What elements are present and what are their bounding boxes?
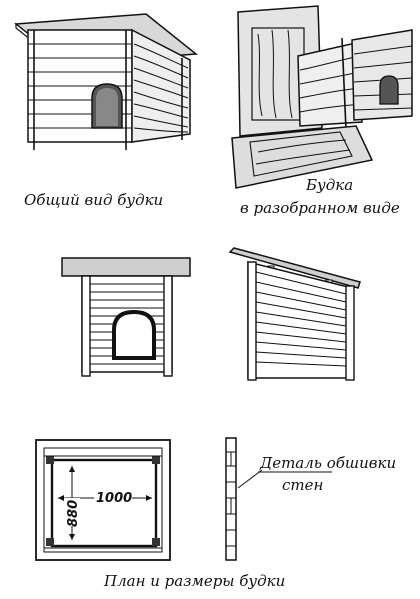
kennel-plan: 1000 880 [35,439,171,561]
kennel-front-elevation [61,257,191,377]
caption-general-view: Общий вид будки [24,191,163,209]
caption-disassembled-line1: Будка [305,176,353,194]
wall-cladding-detail [225,437,332,561]
caption-plan: План и размеры будки [103,572,285,590]
caption-detail-line1: Деталь обшивки [259,454,396,472]
kennel-general-view [14,13,198,150]
dimension-width: 1000 [96,491,132,506]
caption-detail-line2: стен [282,476,323,494]
dimension-depth: 880 [66,500,81,527]
caption-disassembled-line2: в разобранном виде [240,199,400,217]
kennel-disassembled-view [231,5,413,189]
kennel-side-elevation [228,247,361,381]
